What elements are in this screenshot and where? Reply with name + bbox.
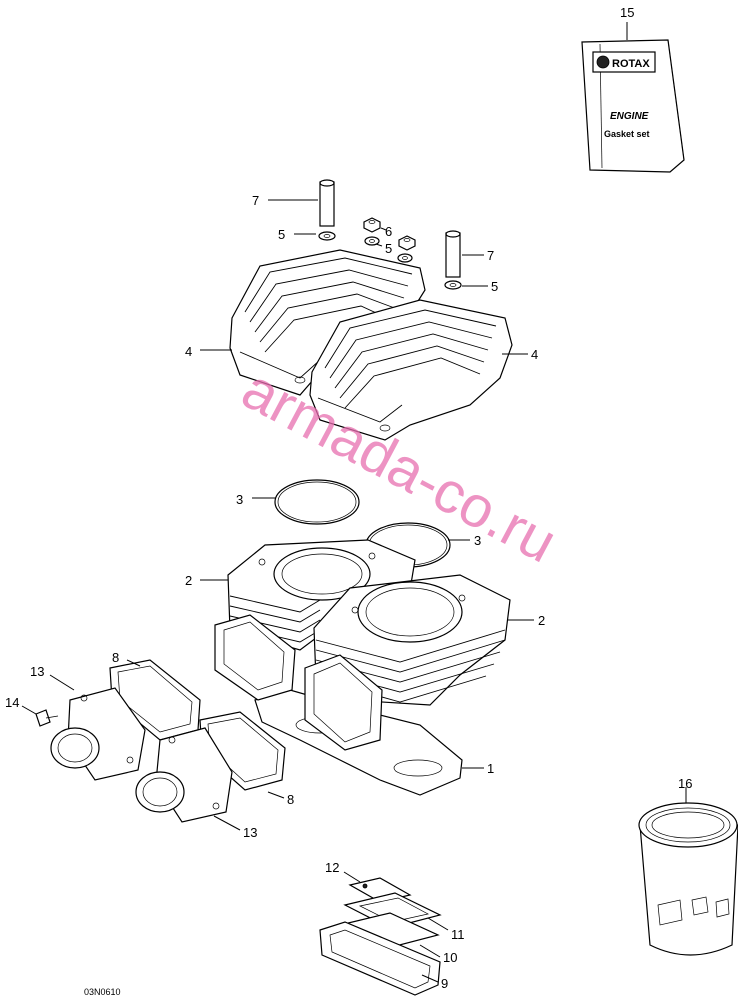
spacer-sleeve-left: [319, 179, 335, 227]
callout-2-left: 2: [185, 573, 192, 588]
callout-3-right: 3: [474, 533, 481, 548]
booklet-brand: ROTAX: [612, 58, 650, 70]
cylinder-right: [313, 574, 511, 706]
callout-1: 1: [487, 761, 494, 776]
intake-manifold-lower: [135, 727, 233, 823]
cylinder-sleeve: [638, 802, 738, 956]
spacer-sleeve-right: [445, 230, 461, 278]
callout-4-right: 4: [531, 347, 538, 362]
washers-and-nuts: [318, 217, 462, 290]
callout-5-mid: 5: [385, 241, 392, 256]
rotax-emblem-icon: [596, 55, 610, 69]
callout-11: 11: [451, 927, 465, 942]
callout-14: 14: [5, 695, 19, 710]
callout-7-left: 7: [252, 193, 259, 208]
callout-10: 10: [443, 950, 457, 965]
intake-ports: [214, 614, 383, 751]
callout-5-right: 5: [491, 279, 498, 294]
callout-16: 16: [678, 776, 692, 791]
callout-15: 15: [620, 5, 634, 20]
reed-assembly-spare: [319, 877, 442, 996]
callout-12: 12: [325, 860, 339, 875]
intake-manifold-upper: [50, 687, 146, 781]
gasket-set-booklet: ROTAX ENGINE Gasket set: [581, 39, 685, 173]
drawing-code: 03N0610: [84, 987, 121, 997]
callout-7-right: 7: [487, 248, 494, 263]
cylinder-head-left: [229, 249, 426, 396]
callout-9: 9: [441, 976, 448, 991]
callout-6: 6: [385, 224, 392, 239]
callout-13-lower: 13: [243, 825, 257, 840]
head-gasket-rings: [274, 479, 451, 568]
rotax-logo-box: [592, 51, 656, 73]
callout-3-left: 3: [236, 492, 243, 507]
booklet-title: ENGINE: [610, 111, 649, 122]
screw-fastener: [35, 709, 59, 727]
booklet-subtitle: Gasket set: [604, 129, 650, 139]
callout-5-left: 5: [278, 227, 285, 242]
cylinder-head-right: [309, 299, 513, 441]
callout-4-left: 4: [185, 344, 192, 359]
callout-13-upper: 13: [30, 664, 44, 679]
callout-8-upper: 8: [112, 650, 119, 665]
callout-8-lower: 8: [287, 792, 294, 807]
callout-2-right: 2: [538, 613, 545, 628]
